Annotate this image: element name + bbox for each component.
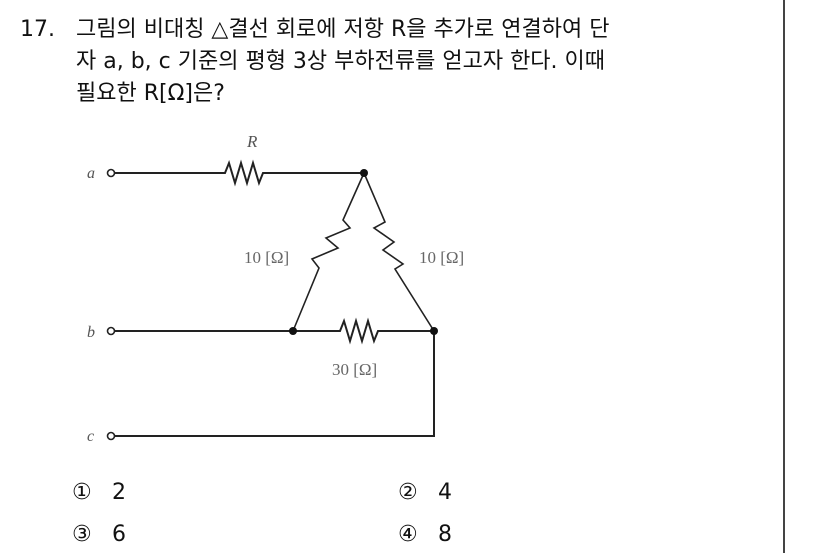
terminal-b-icon <box>106 326 116 336</box>
resistor-left-10-ohm <box>292 172 365 332</box>
line-c <box>115 331 435 437</box>
terminal-a-icon <box>106 168 116 178</box>
question-text-line-3: 필요한 R[Ω]은? <box>76 81 225 106</box>
resistor-bottom-label: 30 [Ω] <box>332 360 377 379</box>
page-column-divider <box>783 0 785 553</box>
node-top-icon <box>360 169 368 177</box>
terminal-label-c: c <box>87 428 94 445</box>
node-bottom-left-icon <box>289 327 297 335</box>
question-text-line-1: 그림의 비대칭 △결선 회로에 저항 R을 추가로 연결하여 단 <box>76 17 610 42</box>
choice-4-mark: ④ <box>398 522 418 547</box>
question-number: 17. <box>20 17 55 42</box>
terminal-label-b: b <box>87 324 95 341</box>
choice-1-value: 2 <box>112 480 126 505</box>
terminal-label-a: a <box>87 165 95 182</box>
choice-4-value: 8 <box>438 522 452 547</box>
choice-2-value: 4 <box>438 480 452 505</box>
node-bottom-right-icon <box>430 327 438 335</box>
question-text-line-2: 자 a, b, c 기준의 평형 3상 부하전류를 얻고자 한다. 이때 <box>76 49 606 74</box>
terminal-c-icon <box>106 431 116 441</box>
resistor-30-ohm <box>293 317 434 345</box>
choice-3-value: 6 <box>112 522 126 547</box>
choice-1-mark: ① <box>72 480 92 505</box>
choice-2-mark: ② <box>398 480 418 505</box>
resistor-right-10-ohm <box>363 172 435 332</box>
choice-3-mark: ③ <box>72 522 92 547</box>
resistor-left-label: 10 [Ω] <box>244 248 289 267</box>
resistor-right-label: 10 [Ω] <box>419 248 464 267</box>
line-a-with-resistor-R <box>115 159 364 187</box>
resistor-R-label: R <box>246 132 258 151</box>
